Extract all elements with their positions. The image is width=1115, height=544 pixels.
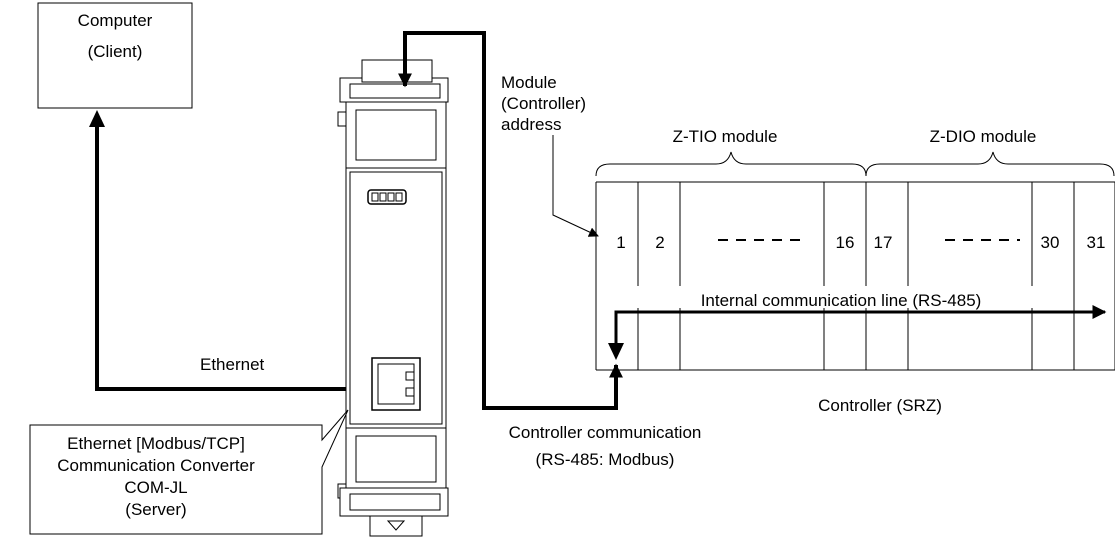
computer-role: (Client) <box>87 42 143 61</box>
address-label-line-3: address <box>501 115 562 134</box>
module-number: 1 <box>616 233 626 252</box>
internal-bus-label: Internal communication line (RS-485) <box>700 291 982 310</box>
dio-brace <box>865 151 1115 177</box>
address-label-line-1: Module <box>501 73 557 92</box>
converter-line-2: Communication Converter <box>57 456 255 475</box>
internal-bus-arrow-down <box>608 343 624 360</box>
address-pointer <box>552 135 599 237</box>
converter-device <box>337 59 449 537</box>
dio-module-label: Z-DIO module <box>929 127 1037 146</box>
converter-line-3: COM-JL <box>124 478 188 497</box>
module-number: 2 <box>655 233 665 252</box>
converter-callout <box>29 409 349 535</box>
ethernet-label: Ethernet <box>200 355 265 374</box>
module-number: 16 <box>835 233 855 252</box>
controller-label: Controller (SRZ) <box>818 396 942 415</box>
computer-title: Computer <box>77 11 153 30</box>
controller-comm-line <box>484 363 623 410</box>
converter-top-arrow <box>398 31 486 410</box>
address-label-line-2: (Controller) <box>501 94 587 113</box>
tio-module-label: Z-TIO module <box>672 127 778 146</box>
module-rack <box>595 181 1115 371</box>
internal-bus <box>614 305 1107 350</box>
module-number: 17 <box>873 233 893 252</box>
ethernet-cable-arrow-up <box>89 110 105 127</box>
module-number: 30 <box>1040 233 1060 252</box>
converter-line-1: Ethernet [Modbus/TCP] <box>67 434 245 453</box>
converter-line-4: (Server) <box>125 500 187 519</box>
ethernet-cable <box>95 125 372 396</box>
controller-comm-line-2: (RS-485: Modbus) <box>535 450 675 469</box>
tio-brace <box>595 151 867 177</box>
controller-comm-line-1: Controller communication <box>508 423 702 442</box>
module-number: 31 <box>1086 233 1106 252</box>
computer-box <box>37 2 193 109</box>
